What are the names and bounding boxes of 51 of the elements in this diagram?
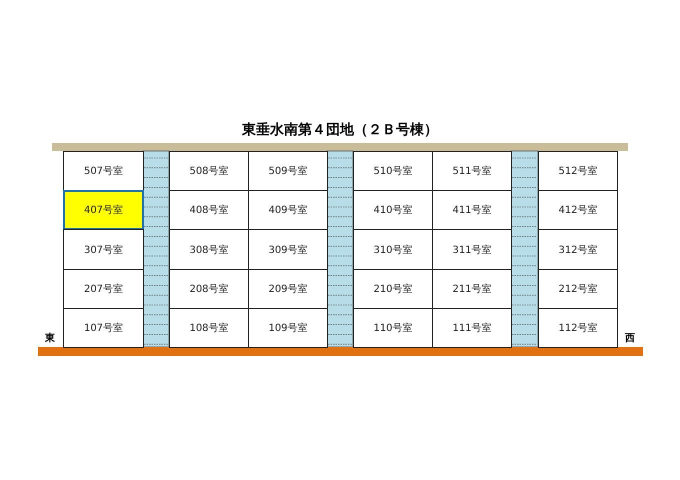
- room-number: 107号室: [84, 322, 124, 335]
- room-number: 309号室: [268, 244, 308, 256]
- room-number: 411号室: [452, 204, 492, 217]
- room-box: [248, 308, 328, 348]
- room-number: 508号室: [189, 164, 229, 178]
- room-number: 412号室: [558, 204, 598, 217]
- room-number: 408号室: [189, 204, 229, 217]
- room-box: [169, 308, 249, 348]
- room-number: 507号室: [84, 164, 124, 178]
- room-number: 108号室: [189, 322, 229, 335]
- room-number: 310号室: [373, 244, 413, 256]
- room-box: [63, 229, 144, 270]
- room-box: [169, 151, 249, 191]
- room-box: [538, 269, 618, 309]
- room-box: [538, 308, 618, 348]
- room-number: 410号室: [373, 204, 413, 217]
- room-number: 211号室: [452, 282, 492, 296]
- room-number: 312号室: [558, 244, 598, 256]
- room-number: 307号室: [84, 244, 124, 256]
- room-number: 512号室: [558, 164, 598, 178]
- room-number: 409号室: [268, 204, 308, 217]
- room-box: [432, 308, 512, 348]
- highlighted-room: [63, 190, 144, 230]
- room-box: [353, 308, 433, 348]
- room-box: [432, 151, 512, 191]
- room-number: 207号室: [84, 282, 124, 296]
- room-number: 509号室: [268, 164, 308, 178]
- room-number: 210号室: [373, 282, 413, 296]
- room-number: 209号室: [268, 282, 308, 296]
- room-box: [63, 151, 144, 191]
- room-number: 212号室: [558, 282, 598, 296]
- room-box: [63, 308, 144, 348]
- room-number: 208号室: [189, 282, 229, 296]
- title: 東垂水南第４団地（２Ｂ号棟）: [240, 121, 439, 139]
- room-number: 308号室: [189, 244, 229, 256]
- room-box: [538, 229, 618, 270]
- room-box: [248, 151, 328, 191]
- room-number: 407号室: [84, 204, 124, 217]
- room-box: [538, 151, 618, 191]
- direction-label: 東: [45, 332, 55, 345]
- room-box: [353, 151, 433, 191]
- room-number: 110号室: [373, 322, 413, 335]
- room-number: 112号室: [558, 322, 598, 335]
- room-number: 109号室: [268, 322, 308, 335]
- room-box: [63, 269, 144, 309]
- room-number: 510号室: [373, 164, 413, 178]
- direction-label: 西: [625, 332, 635, 345]
- room-number: 111号室: [452, 322, 492, 335]
- room-number: 311号室: [452, 244, 492, 256]
- room-box: [538, 190, 618, 230]
- room-number: 511号室: [452, 164, 492, 178]
